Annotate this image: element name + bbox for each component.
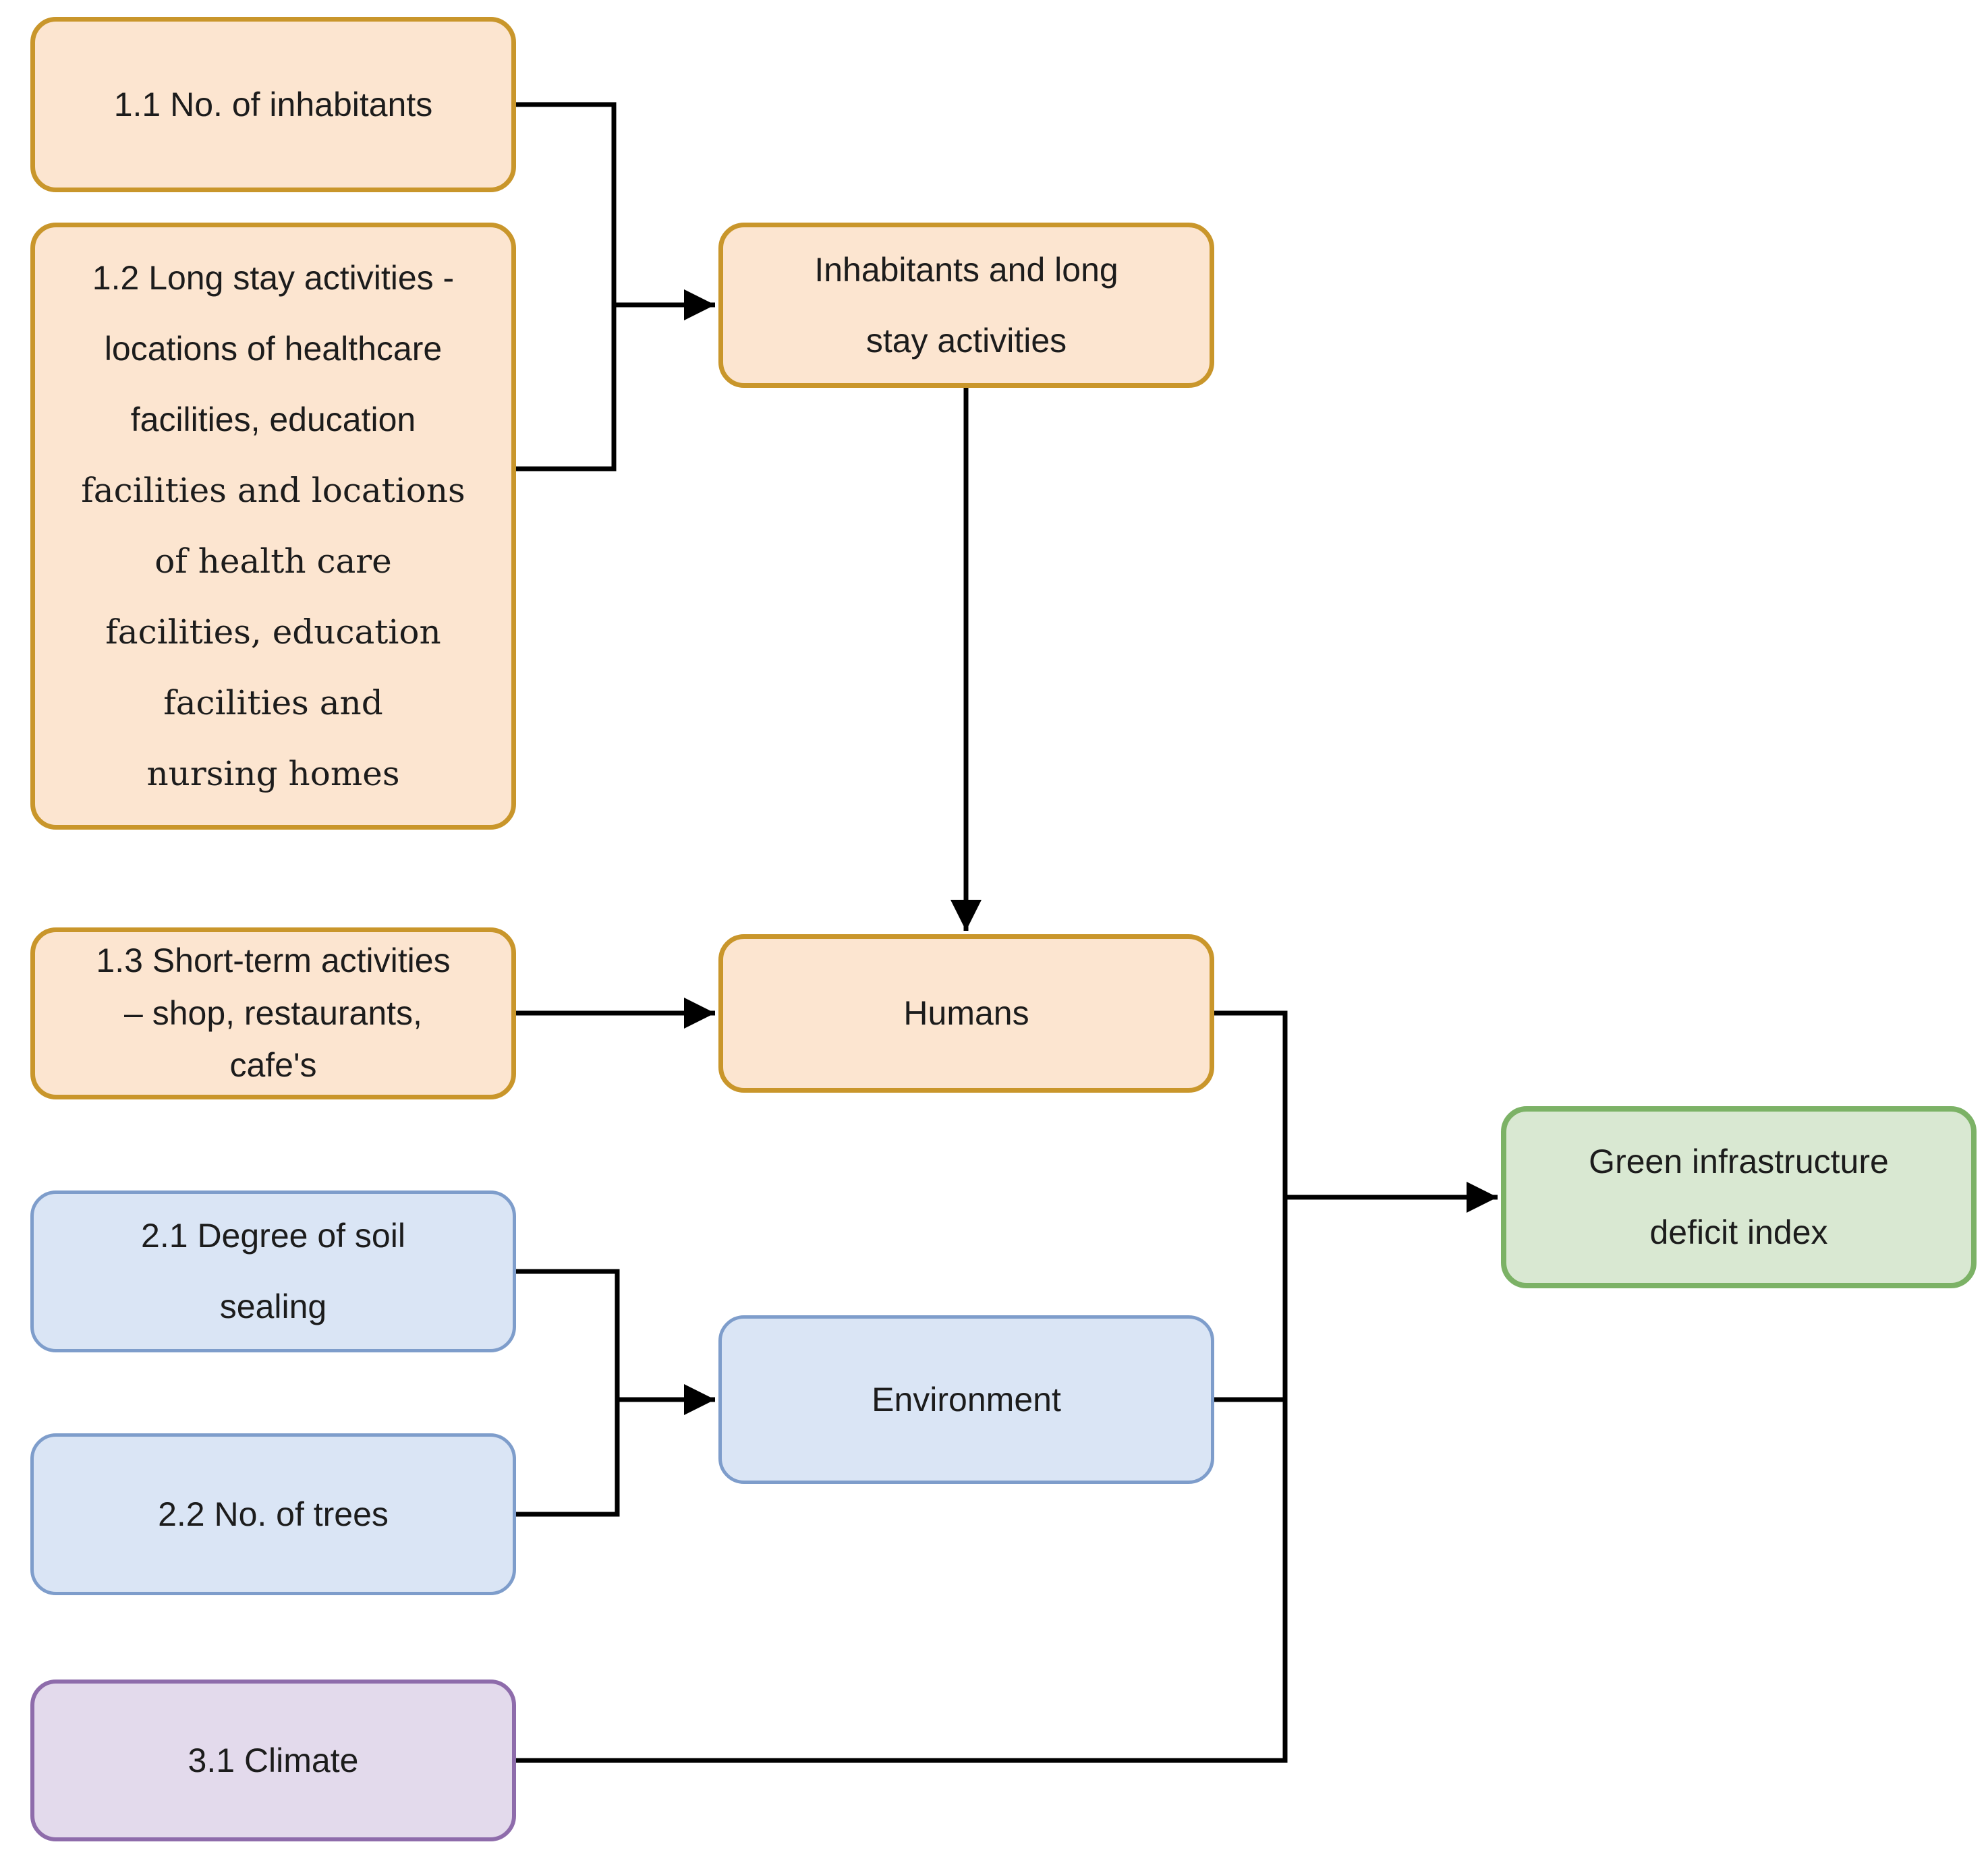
node-label: 2.2 No. of trees <box>158 1495 389 1533</box>
node-degree-of-soil-sealing: 2.1 Degree of soil sealing <box>30 1190 516 1352</box>
node-climate: 3.1 Climate <box>30 1680 516 1841</box>
node-green-infrastructure-deficit-index: Green infrastructure deficit index <box>1501 1106 1977 1288</box>
node-environment: Environment <box>718 1315 1214 1484</box>
node-label: 2.1 Degree of soil sealing <box>141 1217 405 1325</box>
node-label: 1.3 Short-term activities – shop, restau… <box>96 942 451 1085</box>
node-label: Inhabitants and long stay activities <box>814 250 1118 360</box>
node-inhabitants-and-long-stay-activities: Inhabitants and long stay activities <box>718 223 1214 388</box>
connector-inputs-to-environment-junction <box>516 1269 620 1517</box>
node-label: 3.1 Climate <box>188 1741 359 1779</box>
node-long-stay-activities: 1.2 Long stay activities - locations of … <box>30 223 516 830</box>
node-label: 1.1 No. of inhabitants <box>113 85 433 123</box>
connector-trunk <box>516 1010 1288 1763</box>
node-label-sans: 1.2 Long stay activities - locations of … <box>92 259 455 438</box>
connector-inputs-to-inhabitants-junction <box>516 102 617 471</box>
node-humans: Humans <box>718 934 1214 1093</box>
node-label: Green infrastructure deficit index <box>1589 1143 1889 1251</box>
node-label: Humans <box>903 994 1029 1032</box>
node-no-of-trees: 2.2 No. of trees <box>30 1433 516 1595</box>
node-no-of-inhabitants: 1.1 No. of inhabitants <box>30 17 516 192</box>
node-label: Environment <box>872 1380 1061 1418</box>
node-label-serif: facilities and locations of health care … <box>81 471 465 793</box>
node-short-term-activities: 1.3 Short-term activities – shop, restau… <box>30 927 516 1099</box>
